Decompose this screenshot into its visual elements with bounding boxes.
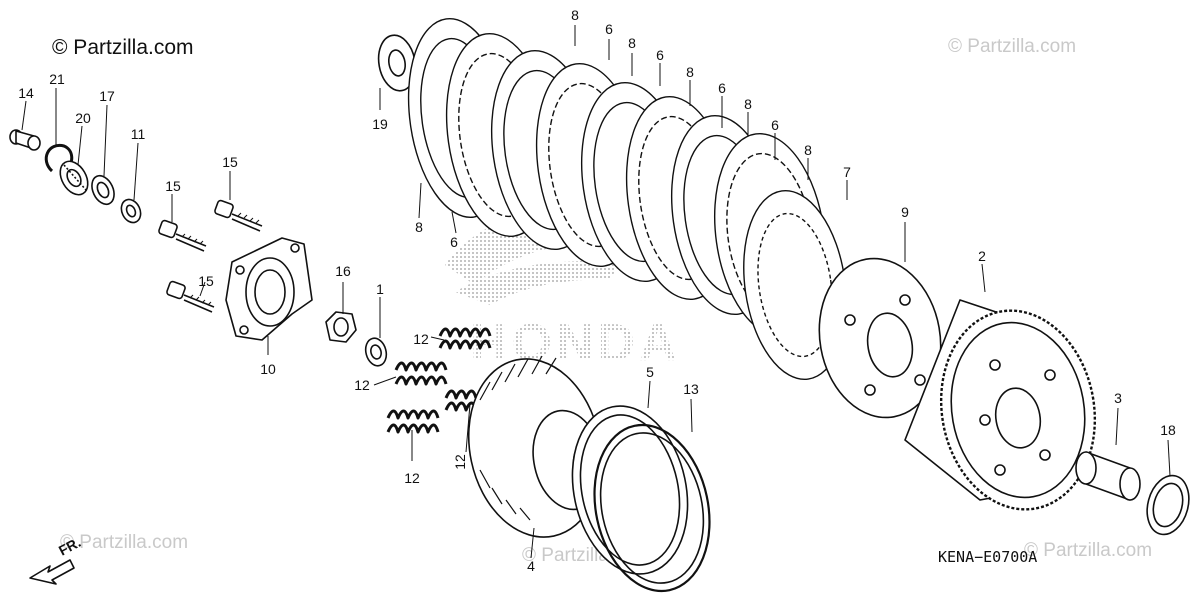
- watermark-top-right: © Partzilla.com: [948, 36, 1077, 57]
- callout-18: 18: [1160, 422, 1176, 438]
- callout-10: 10: [260, 361, 276, 377]
- callout-12-bottom: 12: [404, 470, 420, 486]
- callout-17: 17: [99, 88, 115, 104]
- callout-8-e: 8: [804, 142, 812, 158]
- callout-13: 13: [683, 381, 699, 397]
- front-arrow-icon: [29, 559, 75, 585]
- callout-3: 3: [1114, 390, 1122, 406]
- callout-1: 1: [376, 281, 384, 297]
- callout-12-right: 12: [452, 454, 468, 470]
- part-15-bolt-b: [158, 219, 207, 252]
- front-marker-label: FR.: [56, 534, 83, 559]
- callout-7: 7: [843, 164, 851, 180]
- part-14-bolt: [9, 129, 41, 151]
- callout-8-a: 8: [571, 7, 579, 23]
- part-10-lifter-plate: [225, 237, 313, 341]
- callout-6-a: 6: [605, 21, 613, 37]
- part-15-bolt-a: [214, 199, 263, 232]
- callout-11: 11: [130, 126, 146, 142]
- leader-lines: [21, 25, 1171, 559]
- part-13-judder-spring: [593, 423, 711, 593]
- part-12-spring-d: [386, 409, 440, 434]
- part-18-washer: [1146, 474, 1190, 536]
- callout-5: 5: [646, 364, 654, 380]
- watermark-bottom-left: © Partzilla.com: [60, 532, 189, 553]
- clutch-plates-stack: [407, 18, 847, 381]
- callout-19: 19: [372, 116, 388, 132]
- honda-logo-text: HONDA: [470, 314, 681, 372]
- part-16-lock-nut: [325, 311, 357, 343]
- callout-9: 9: [901, 204, 909, 220]
- callout-6-front: 6: [450, 234, 458, 250]
- callout-12-left: 12: [354, 377, 370, 393]
- diagram-code: KENA−E0700A: [938, 548, 1038, 566]
- callout-8-c: 8: [686, 64, 694, 80]
- part-12-spring-a: [438, 327, 492, 350]
- part-12-spring-b: [394, 361, 448, 386]
- callout-16: 16: [335, 263, 351, 279]
- part-11-washer: [120, 198, 142, 224]
- callout-15-bottom: 15: [198, 273, 214, 289]
- part-15-bolt-c: [166, 280, 215, 313]
- callout-15-top: 15: [222, 154, 238, 170]
- part-12-spring-c: [444, 389, 478, 412]
- part-3-collar: [1075, 451, 1141, 501]
- callout-4: 4: [527, 558, 535, 574]
- callout-6-c: 6: [718, 80, 726, 96]
- callout-8-front: 8: [415, 219, 423, 235]
- part-2-clutch-outer: [904, 299, 1097, 511]
- callout-8-b: 8: [628, 35, 636, 51]
- callout-14: 14: [18, 85, 34, 101]
- watermark-bottom-right: © Partzilla.com: [1024, 540, 1153, 561]
- brand-label: © Partzilla.com: [52, 36, 194, 59]
- callout-20: 20: [75, 110, 91, 126]
- callout-6-d: 6: [771, 117, 779, 133]
- callout-21: 21: [49, 71, 65, 87]
- callout-12-top: 12: [413, 331, 429, 347]
- part-20-bearing: [59, 160, 89, 196]
- part-9-pressure-plate: [818, 257, 942, 419]
- callout-2: 2: [978, 248, 986, 264]
- callout-15-middle: 15: [165, 178, 181, 194]
- callout-6-b: 6: [656, 47, 664, 63]
- part-1-washer: [364, 337, 388, 367]
- part-17-washer: [91, 174, 115, 206]
- callout-8-d: 8: [744, 96, 752, 112]
